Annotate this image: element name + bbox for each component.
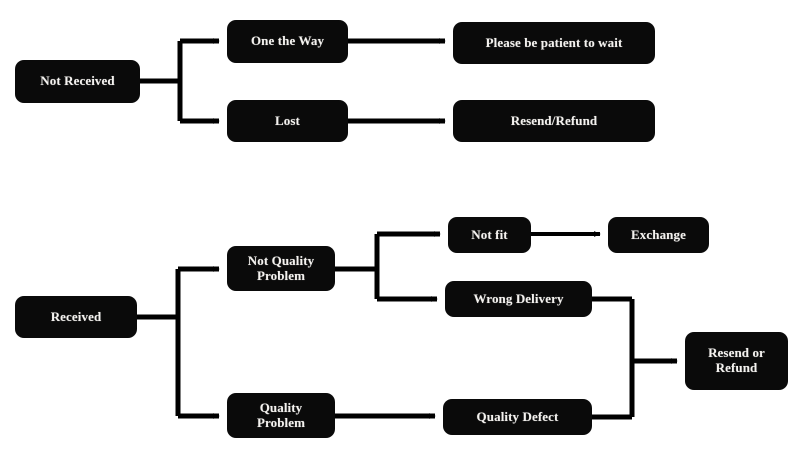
node-not-quality[interactable]: Not Quality Problem xyxy=(227,246,335,291)
node-label: One the Way xyxy=(250,33,325,49)
node-label: Resend/Refund xyxy=(510,112,598,128)
node-please-wait[interactable]: Please be patient to wait xyxy=(453,22,655,64)
node-label: Quality Defect xyxy=(476,408,559,424)
node-label: Not Quality Problem xyxy=(247,252,315,283)
edge-received-to-split xyxy=(137,269,181,416)
node-resend-or-refund[interactable]: Resend or Refund xyxy=(685,332,788,390)
node-resend-refund[interactable]: Resend/Refund xyxy=(453,100,655,142)
node-not-fit[interactable]: Not fit xyxy=(448,217,531,253)
node-quality-defect[interactable]: Quality Defect xyxy=(443,399,592,435)
node-label: Quality Problem xyxy=(256,399,306,430)
node-exchange[interactable]: Exchange xyxy=(608,217,709,253)
node-lost[interactable]: Lost xyxy=(227,100,348,142)
node-one-the-way[interactable]: One the Way xyxy=(227,20,348,63)
node-label: Please be patient to wait xyxy=(485,34,623,50)
node-label: Wrong Delivery xyxy=(473,290,564,306)
edge-not-quality-to-split xyxy=(335,234,380,299)
node-label: Lost xyxy=(275,112,300,128)
node-label: Not fit xyxy=(471,226,508,242)
node-label: Resend or Refund xyxy=(708,345,765,375)
node-wrong-delivery[interactable]: Wrong Delivery xyxy=(445,281,592,317)
node-label: Received xyxy=(50,308,102,324)
edge-merge-to-resend-or-refund xyxy=(592,296,678,420)
node-received[interactable]: Received xyxy=(15,296,137,338)
edge-not-received-to-split xyxy=(140,41,183,121)
node-label: Exchange xyxy=(631,226,686,242)
node-label: Not Received xyxy=(40,73,115,89)
node-quality-problem[interactable]: Quality Problem xyxy=(227,393,335,438)
node-not-received[interactable]: Not Received xyxy=(15,60,140,103)
